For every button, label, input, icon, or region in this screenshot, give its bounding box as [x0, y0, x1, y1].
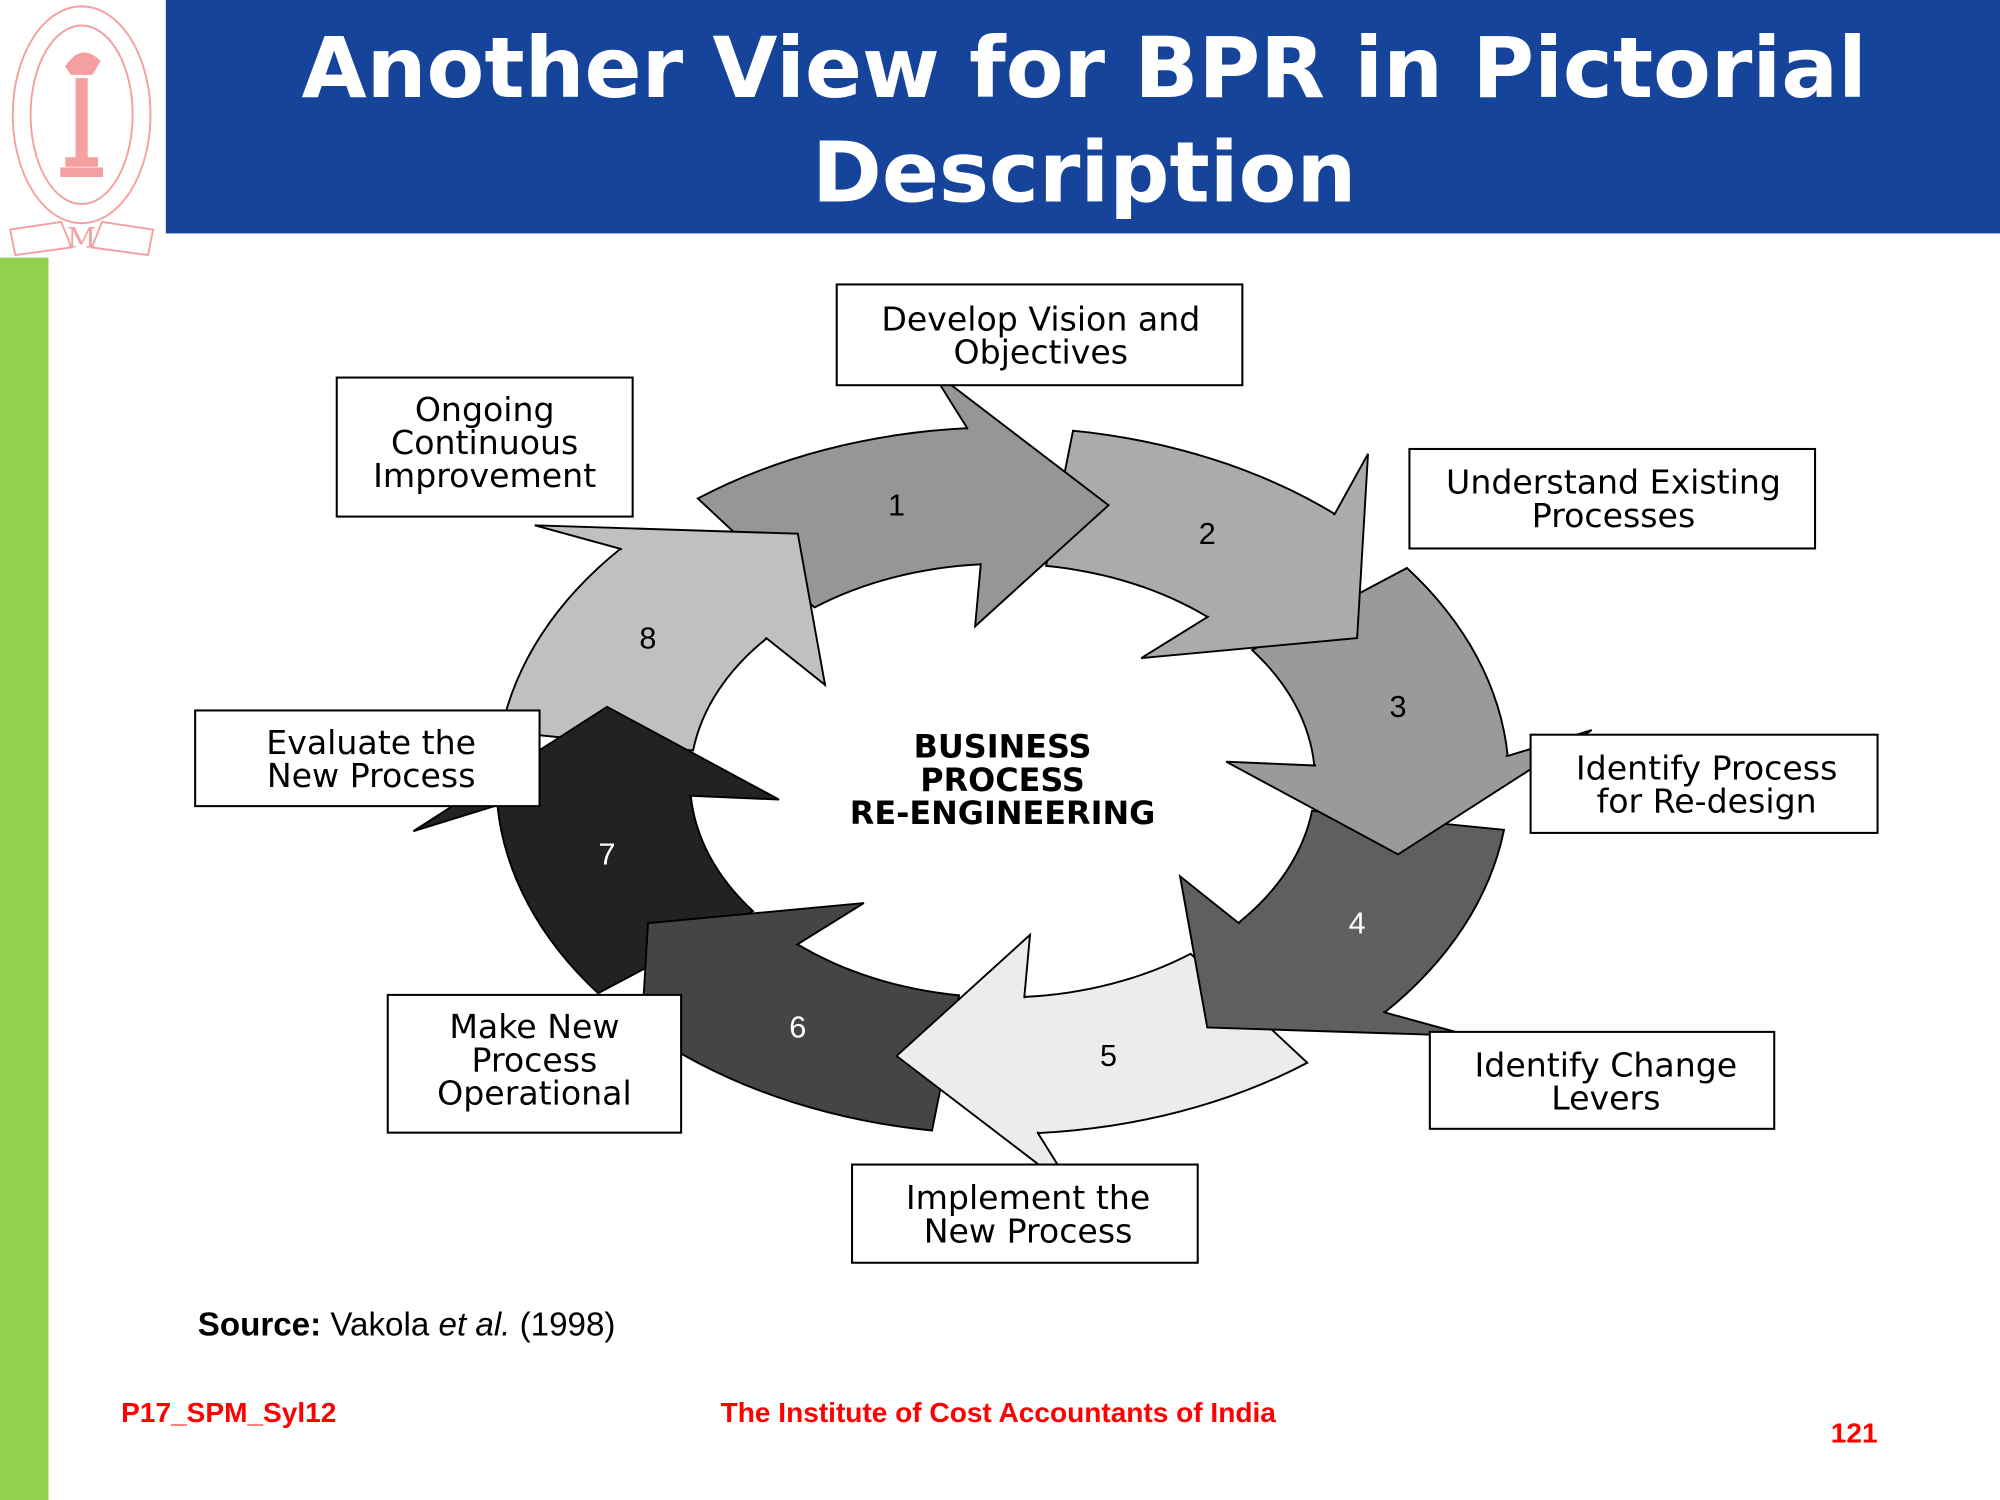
svg-text:Understand Existing: Understand Existing: [1446, 463, 1781, 502]
arrow-seam-6: [665, 942, 801, 1051]
svg-text:New Process: New Process: [924, 1211, 1133, 1250]
svg-text:Identify Change: Identify Change: [1475, 1046, 1738, 1085]
side-accent-bar: [0, 257, 49, 1500]
svg-text:Implement the: Implement the: [906, 1178, 1150, 1217]
svg-text:Make New: Make New: [449, 1007, 619, 1046]
svg-text:New Process: New Process: [267, 756, 476, 795]
source-citation: Source: Vakola et al. (1998): [198, 1306, 616, 1343]
arrow-seam-4: [1236, 920, 1389, 1017]
arrow-seam-3: [1315, 749, 1507, 770]
page-number: 121: [1831, 1418, 1878, 1449]
svg-text:Objectives: Objectives: [954, 333, 1129, 372]
center-title-line-3: RE-ENGINEERING: [850, 794, 1156, 832]
center-title-line-1: BUSINESS: [914, 728, 1092, 766]
step-number-7: 7: [599, 838, 616, 872]
svg-text:Levers: Levers: [1551, 1079, 1660, 1118]
step-number-6: 6: [789, 1011, 806, 1045]
arrow-seam-1: [958, 429, 987, 564]
step-number-3: 3: [1390, 690, 1407, 724]
svg-text:Process: Process: [472, 1040, 598, 1079]
svg-text:Continuous: Continuous: [391, 423, 578, 462]
step-box-8: Ongoing Continuous Improvement: [335, 376, 634, 518]
arrow-seam-7: [498, 792, 690, 812]
svg-text:M: M: [67, 221, 96, 254]
step-number-2: 2: [1199, 517, 1216, 551]
page-title-line-1: Another View for BPR in Pictorial: [301, 19, 1866, 117]
arrow-seam-5: [1019, 997, 1047, 1133]
svg-text:Identify Process: Identify Process: [1576, 748, 1837, 787]
bpr-cycle: 1 2 3 4 5 6 7 8: [412, 368, 1593, 1194]
center-title-line-2: PROCESS: [920, 761, 1085, 799]
header-bar: [165, 0, 2000, 234]
footer-code: P17_SPM_Syl12: [121, 1397, 336, 1428]
svg-text:Develop Vision and: Develop Vision and: [881, 299, 1200, 338]
svg-text:Evaluate the: Evaluate the: [266, 723, 476, 762]
step-box-5: Implement the New Process: [851, 1163, 1199, 1264]
institute-logo: M: [9, 5, 155, 257]
step-number-4: 4: [1349, 906, 1366, 940]
footer-institute: The Institute of Cost Accountants of Ind…: [721, 1397, 1277, 1428]
step-number-5: 5: [1100, 1039, 1117, 1073]
svg-text:Operational: Operational: [437, 1074, 632, 1113]
step-box-7: Evaluate the New Process: [194, 709, 541, 808]
svg-text:Processes: Processes: [1532, 496, 1695, 535]
svg-text:for Re-design: for Re-design: [1597, 782, 1817, 821]
svg-text:Ongoing: Ongoing: [415, 390, 555, 429]
step-number-1: 1: [888, 488, 905, 522]
step-box-6: Make New Process Operational: [386, 993, 683, 1134]
step-box-2: Understand Existing Processes: [1408, 447, 1817, 550]
arrow-seam-8: [616, 545, 769, 641]
step-box-4: Identify Change Levers: [1428, 1030, 1776, 1130]
step-box-1: Develop Vision and Objectives: [835, 283, 1244, 387]
step-box-3: Identify Process for Re-design: [1529, 733, 1879, 834]
svg-text:Improvement: Improvement: [373, 456, 596, 495]
arrow-seam-2: [1204, 511, 1341, 619]
step-number-8: 8: [639, 621, 656, 655]
page-title-line-2: Description: [812, 124, 1356, 222]
